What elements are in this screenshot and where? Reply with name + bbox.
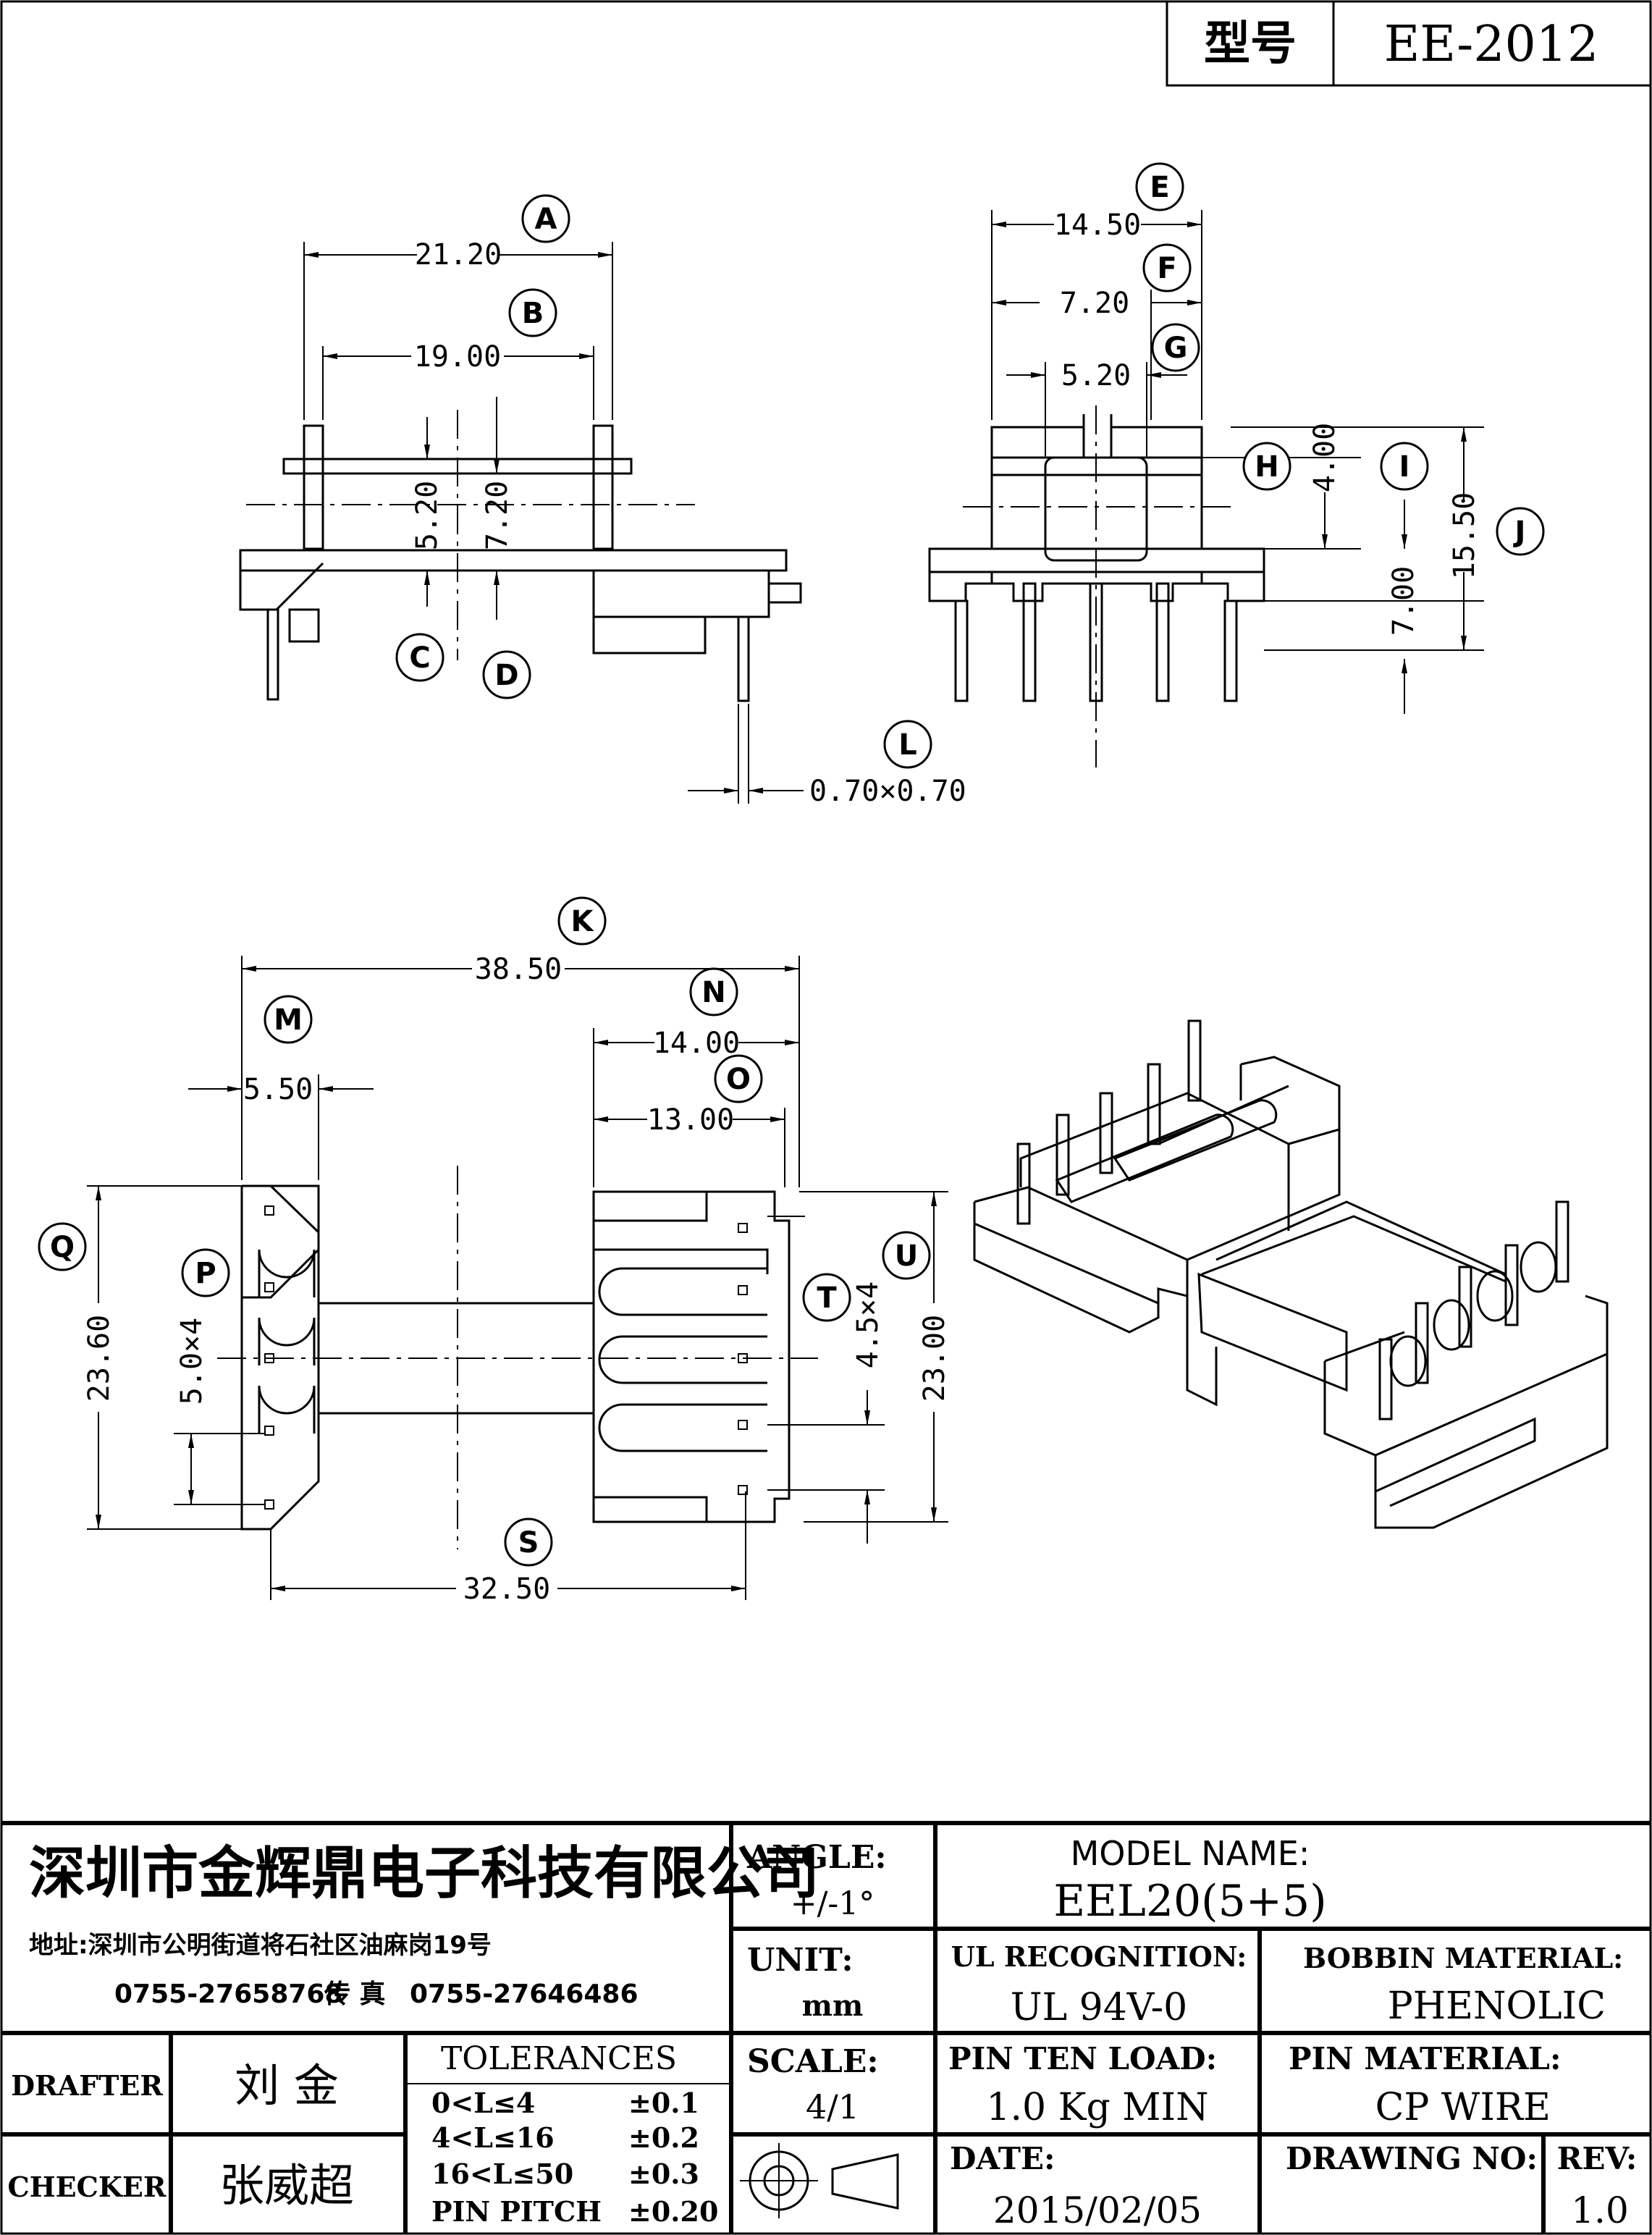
label-B: B xyxy=(522,297,544,330)
fax-label: 传 真 xyxy=(324,1979,386,2009)
tol-value-3: ±0.20 xyxy=(628,2195,718,2228)
unit-label: UNIT: xyxy=(747,1942,854,1979)
date-label: DATE: xyxy=(950,2141,1055,2176)
drafter-value: 刘 金 xyxy=(235,2059,339,2112)
checker-value: 张威超 xyxy=(219,2159,354,2212)
dim-C: 5.20 xyxy=(410,481,444,550)
label-O: O xyxy=(726,1063,751,1096)
tol-range-0: 0<L≤4 xyxy=(431,2087,535,2119)
dim-U: 23.00 xyxy=(918,1315,951,1402)
tolerances-label: TOLERANCES xyxy=(441,2040,677,2077)
label-markers: A B C D E F G H I J K L M N O P Q S T U xyxy=(38,162,1545,1567)
pin-material-label: PIN MATERIAL: xyxy=(1289,2041,1561,2076)
isometric-view xyxy=(973,1019,1609,1529)
title-block: 深圳市金辉鼎电子科技有限公司 地址:深圳市公明街道将石社区油麻岗19号 0755… xyxy=(1,1821,1651,2234)
tol-range-2: 16<L≤50 xyxy=(431,2158,573,2190)
checker-label: CHECKER xyxy=(8,2171,167,2203)
pin-load-value: 1.0 Kg MIN xyxy=(986,2086,1208,2129)
company-phone: 0755-27658768 xyxy=(114,1979,343,2009)
angle-label: ANGLE: xyxy=(746,1839,887,1876)
tol-range-1: 4<L≤16 xyxy=(431,2121,555,2154)
dim-T: 4.5×4 xyxy=(851,1281,885,1368)
model-name-label: MODEL NAME: xyxy=(1071,1834,1310,1873)
scale-label: SCALE: xyxy=(747,2043,879,2080)
dim-D: 7.20 xyxy=(481,481,514,550)
company-address: 地址:深圳市公明街道将石社区油麻岗19号 xyxy=(29,1931,492,1960)
dim-K: 38.50 xyxy=(475,953,562,986)
projection-symbol-icon xyxy=(740,2143,899,2218)
dim-I: 7.00 xyxy=(1387,566,1420,636)
drawing-no-label: DRAWING NO: xyxy=(1286,2141,1538,2176)
label-P: P xyxy=(195,1257,216,1290)
label-N: N xyxy=(701,976,725,1009)
company-fax: 0755-27646486 xyxy=(410,1979,639,2009)
model-header: 型号 EE-2012 xyxy=(1166,0,1652,87)
dim-Q: 23.60 xyxy=(83,1315,116,1402)
dim-G: 5.20 xyxy=(1061,359,1131,392)
front-view: 21.20 19.00 5.20 7.20 0.70×0.70 xyxy=(239,238,966,808)
date-value: 2015/02/05 xyxy=(993,2189,1202,2231)
label-F: F xyxy=(1157,252,1176,285)
dim-F: 7.20 xyxy=(1060,287,1129,320)
label-A: A xyxy=(535,203,557,236)
rev-label: REV: xyxy=(1557,2141,1638,2176)
dim-N: 14.00 xyxy=(653,1027,740,1060)
label-D: D xyxy=(494,659,518,692)
tol-value-1: ±0.2 xyxy=(628,2121,699,2154)
pin-load-label: PIN TEN LOAD: xyxy=(948,2041,1217,2076)
dim-H: 4.00 xyxy=(1308,423,1341,492)
dim-B: 19.00 xyxy=(414,340,501,374)
label-J: J xyxy=(1513,515,1526,549)
model-name-value: EEL20(5+5) xyxy=(1053,1876,1326,1927)
label-L: L xyxy=(898,728,917,762)
label-Q: Q xyxy=(50,1231,75,1264)
scale-value: 4/1 xyxy=(806,2087,859,2126)
tol-value-0: ±0.1 xyxy=(628,2087,699,2119)
ul-value: UL 94V-0 xyxy=(1011,1986,1188,2029)
dim-S: 32.50 xyxy=(463,1573,550,1606)
tol-range-3: PIN PITCH xyxy=(431,2195,602,2228)
bobbin-value: PHENOLIC xyxy=(1388,1984,1606,2028)
model-header-label: 型号 xyxy=(1204,17,1297,71)
dim-L: 0.70×0.70 xyxy=(809,775,966,808)
side-view: 14.50 7.20 5.20 4.00 7.00 15.50 xyxy=(928,209,1484,767)
model-header-value: EE-2012 xyxy=(1384,16,1599,73)
label-K: K xyxy=(571,905,595,938)
angle-value: +/-1° xyxy=(791,1885,875,1922)
pin-material-value: CP WIRE xyxy=(1375,2086,1551,2129)
rev-value: 1.0 xyxy=(1571,2189,1629,2231)
dim-P: 5.0×4 xyxy=(175,1318,208,1405)
dim-J: 15.50 xyxy=(1448,492,1481,579)
dim-O: 13.00 xyxy=(647,1103,734,1137)
label-E: E xyxy=(1150,171,1169,204)
bottom-view: 38.50 5.50 14.00 13.00 23.60 5.0×4 32.50 xyxy=(83,953,951,1606)
dim-E: 14.50 xyxy=(1054,209,1141,242)
label-S: S xyxy=(518,1526,539,1560)
company-name: 深圳市金辉鼎电子科技有限公司 xyxy=(29,1841,819,1906)
unit-value: mm xyxy=(802,1989,864,2023)
ul-label: UL RECOGNITION: xyxy=(951,1940,1247,1973)
label-G: G xyxy=(1164,332,1188,365)
label-H: H xyxy=(1255,450,1278,484)
bobbin-label: BOBBIN MATERIAL: xyxy=(1303,1942,1623,1974)
dim-A: 21.20 xyxy=(415,238,502,272)
tol-value-2: ±0.3 xyxy=(628,2158,699,2190)
label-I: I xyxy=(1399,450,1410,484)
label-C: C xyxy=(409,641,430,675)
label-T: T xyxy=(817,1281,837,1315)
label-U: U xyxy=(895,1239,918,1273)
label-M: M xyxy=(274,1003,303,1037)
drafter-label: DRAFTER xyxy=(11,2069,163,2102)
dim-M: 5.50 xyxy=(243,1073,313,1106)
